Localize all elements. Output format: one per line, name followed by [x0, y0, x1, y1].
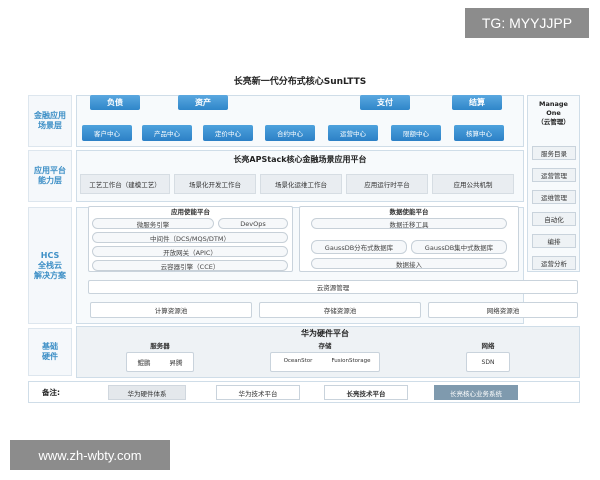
data-enable-title: 数据使能平台 [389, 208, 429, 216]
legend-label: 备注: [42, 388, 60, 397]
layer-label-hardware: 基础 硬件 [28, 328, 72, 376]
app-enable-middleware: 中间件（DCS/MQS/DTM） [92, 232, 288, 243]
layer-label-finance: 金融应用 场景层 [28, 95, 72, 147]
manage-operation-analysis: 运营分析 [532, 256, 576, 270]
hardware-group-network: 网络 [481, 342, 495, 350]
scene-accounting-center: 核算中心 [454, 125, 504, 141]
compute-resource-pool: 计算资源池 [90, 302, 252, 318]
hardware-storage-box [270, 352, 380, 372]
hardware-group-server: 服务器 [150, 342, 170, 350]
layer-label-hcs: HCS 全栈云 解决方案 [28, 207, 72, 324]
tab-liabilities: 负债 [90, 95, 140, 110]
legend-sunline-tech-platform: 长亮技术平台 [324, 385, 408, 400]
legend-huawei-tech-platform: 华为技术平台 [216, 385, 300, 400]
watermark-bottom: www.zh-wbty.com [10, 440, 170, 470]
hardware-network-sdn: SDN [466, 352, 510, 372]
manage-automation: 自动化 [532, 212, 576, 226]
hardware-server-ascend: 昇腾 [169, 359, 183, 367]
diagram-title: 长亮新一代分布式核心SunLTTS [233, 77, 367, 87]
storage-resource-pool: 存储资源池 [259, 302, 421, 318]
scene-operations-center: 运营中心 [328, 125, 378, 141]
hardware-server-box [126, 352, 194, 372]
apstack-item-dev-workbench: 场景化开发工作台 [174, 174, 256, 194]
tab-settlement: 结算 [452, 95, 502, 110]
manage-om: 运维管理 [532, 190, 576, 204]
apstack-item-common-mechanism: 应用公共机制 [432, 174, 514, 194]
manage-service-catalog: 服务目录 [532, 146, 576, 160]
tab-assets: 资产 [178, 95, 228, 110]
hardware-server-kunpeng: 鲲鹏 [137, 359, 151, 367]
legend-huawei-hardware: 华为硬件体系 [108, 385, 186, 400]
manage-one-title: Manage One （云管理） [537, 100, 570, 126]
hardware-storage-fusionstorage: FusionStorage [331, 358, 371, 364]
legend-sunline-core-business: 长亮核心业务系统 [434, 385, 518, 400]
data-enable-migration-tool: 数据迁移工具 [311, 218, 507, 229]
layer-label-platform: 应用平台 能力层 [28, 150, 72, 202]
app-enable-title: 应用使能平台 [171, 208, 210, 216]
apstack-title: 长亮APStack核心金融场景应用平台 [233, 155, 367, 164]
app-enable-microservice: 微服务引擎 [92, 218, 214, 229]
app-enable-container: 云容器引擎（CCE） [92, 260, 288, 271]
watermark-top: TG: MYYJJPP [465, 8, 589, 38]
apstack-item-craft-workbench: 工艺工作台（建模工艺） [80, 174, 170, 194]
data-enable-gaussdb-centralized: GaussDB集中式数据库 [411, 240, 507, 254]
network-resource-pool: 网络资源池 [428, 302, 578, 318]
scene-contract-center: 合约中心 [265, 125, 315, 141]
tab-payment: 支付 [360, 95, 410, 110]
scene-limit-center: 限额中心 [391, 125, 441, 141]
data-enable-gaussdb-distributed: GaussDB分布式数据库 [311, 240, 407, 254]
apstack-item-runtime-platform: 应用运行时平台 [346, 174, 428, 194]
app-enable-devops: DevOps [218, 218, 288, 229]
hardware-group-storage: 存储 [318, 342, 332, 350]
hardware-storage-oceanstor: OceanStor [283, 358, 313, 364]
manage-operation: 运营管理 [532, 168, 576, 182]
apstack-item-ops-workbench: 场景化运维工作台 [260, 174, 342, 194]
data-enable-data-access: 数据接入 [311, 258, 507, 269]
scene-pricing-center: 定价中心 [203, 125, 253, 141]
hardware-title: 华为硬件平台 [301, 329, 349, 338]
manage-orchestration: 编排 [532, 234, 576, 248]
scene-customer-center: 客户中心 [82, 125, 132, 141]
scene-product-center: 产品中心 [142, 125, 192, 141]
app-enable-gateway: 开放网关（APIC） [92, 246, 288, 257]
cloud-resource-management: 云资源管理 [88, 280, 578, 294]
